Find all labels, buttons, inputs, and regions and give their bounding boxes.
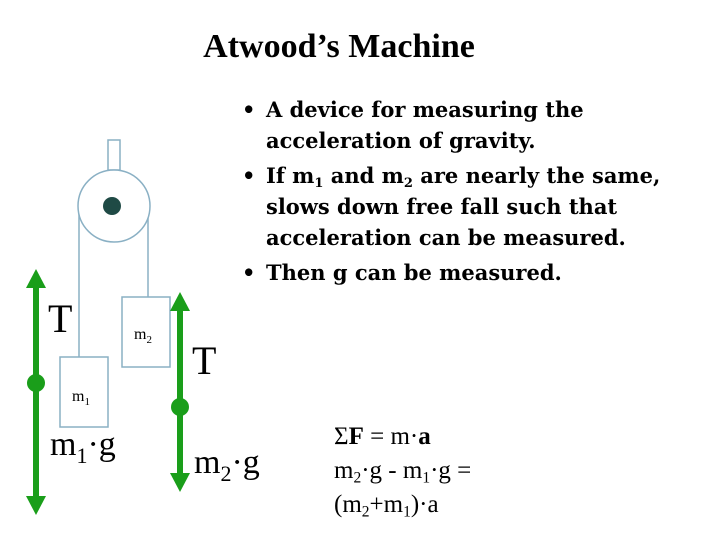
force-origin-right xyxy=(171,398,189,416)
bullet-text: are nearly the same, slows down free fal… xyxy=(266,163,661,250)
bullet-list: A device for measuring the acceleration … xyxy=(240,94,680,292)
mass-2-label: m2 xyxy=(134,326,152,346)
weight-right-arrow xyxy=(170,473,190,492)
bullet-item: A device for measuring the acceleration … xyxy=(240,94,680,156)
eq-text: +m xyxy=(369,491,404,518)
bullet-item: If m1 and m2 are nearly the same, slows … xyxy=(240,160,680,253)
subscript: 2 xyxy=(403,175,413,191)
pulley-hub xyxy=(103,197,121,215)
equations: ΣF = m·a m2·g - m1·g = (m2+m1)·a xyxy=(334,420,694,522)
force-origin-left xyxy=(27,374,45,392)
pulley-mount xyxy=(107,139,121,171)
mass-1-box xyxy=(59,356,109,428)
weight-left-arrow xyxy=(26,496,46,515)
weight-right-label: m2·g xyxy=(194,444,260,486)
eq-text: = m· xyxy=(363,423,419,450)
subscript: 1 xyxy=(314,175,324,191)
slide-title: Atwood’s Machine xyxy=(203,28,475,65)
eq-text: Σ xyxy=(334,423,349,450)
bullet-text: If m xyxy=(266,163,315,188)
subscript: 1 xyxy=(422,469,431,487)
eq-text: m xyxy=(334,457,354,484)
tension-left-arrow xyxy=(26,269,46,288)
eq-text: )·a xyxy=(410,491,439,518)
bullet-text: A device for measuring the acceleration … xyxy=(266,97,584,153)
eq-bold: F xyxy=(348,423,364,450)
bullet-item: Then g can be measured. xyxy=(240,257,680,288)
subscript: 1 xyxy=(403,503,411,521)
equation-line: m2·g - m1·g = xyxy=(334,454,694,488)
weight-left-label: m1·g xyxy=(50,426,116,468)
bullet-text: Then g can be measured. xyxy=(266,260,562,285)
equation-line: (m2+m1)·a xyxy=(334,488,694,522)
tension-right-arrow xyxy=(170,292,190,311)
equation-line: ΣF = m·a xyxy=(334,420,694,454)
mass-1-label: m1 xyxy=(72,388,90,408)
subscript: 2 xyxy=(353,469,362,487)
bullet-text: and m xyxy=(323,163,404,188)
eq-text: (m xyxy=(334,491,362,518)
subscript: 2 xyxy=(361,503,370,521)
tension-left-label: T xyxy=(48,296,72,341)
eq-text: ·g - m xyxy=(361,457,423,484)
tension-right-label: T xyxy=(192,338,216,383)
eq-text: ·g = xyxy=(430,457,472,484)
eq-bold: a xyxy=(418,423,431,450)
mass-2-box xyxy=(121,296,171,368)
